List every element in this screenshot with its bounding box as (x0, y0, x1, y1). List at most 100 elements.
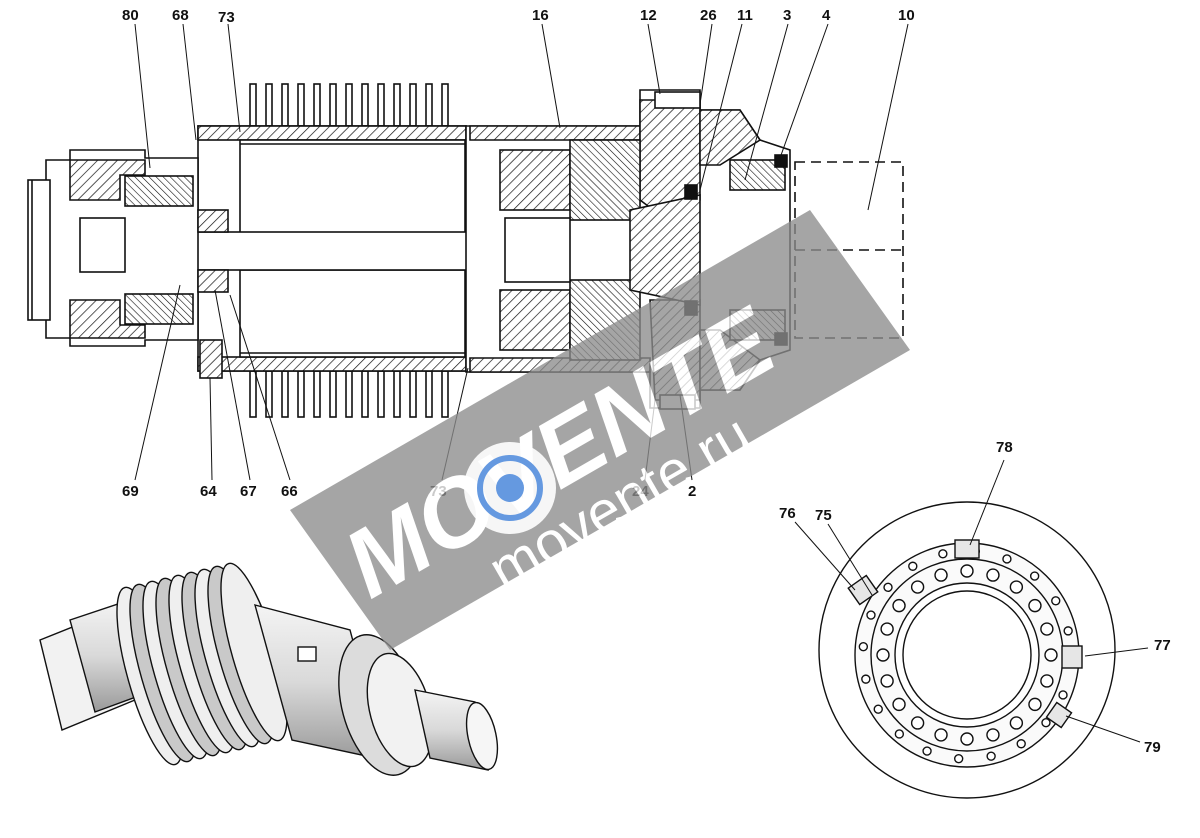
planet-gear-top (569, 139, 641, 221)
connector-boss (199, 339, 223, 379)
callout-12: 12 (640, 7, 657, 24)
callouts-end: 78 76 75 77 79 (779, 439, 1171, 756)
end-port-77 (1061, 645, 1083, 669)
output-flange-top (699, 109, 762, 166)
fin-bottom (361, 370, 369, 418)
end-outer-circle (818, 501, 1116, 799)
fin-bottom (393, 370, 401, 418)
fin-top (377, 83, 385, 127)
fin-top (297, 83, 305, 127)
end-bolt-outer (938, 549, 948, 559)
end-bolt-outer (1029, 571, 1040, 581)
end-bolt-outer (922, 746, 932, 756)
fin-top (281, 83, 289, 127)
end-bore (894, 582, 1040, 728)
fin-top (393, 83, 401, 127)
callout-77: 77 (1154, 637, 1171, 654)
housing-wall-top (197, 125, 467, 141)
fin-bottom (409, 370, 417, 418)
fin-top (441, 83, 449, 127)
end-port-79 (1045, 701, 1073, 729)
fin-top (265, 83, 273, 127)
callout-10: 10 (898, 7, 915, 24)
end-bolt-outer (894, 729, 905, 739)
rear-cover (27, 179, 51, 321)
rear-bearing-bottom (197, 269, 229, 293)
end-bore-inner (902, 590, 1032, 720)
callout-76: 76 (779, 505, 796, 522)
end-bolt (880, 622, 894, 636)
fin-bottom (313, 370, 321, 418)
end-bolt (1009, 580, 1024, 594)
rear-bearing-top (197, 209, 229, 233)
end-bolt-outer (953, 753, 964, 764)
end-bolt (1028, 697, 1042, 712)
callout-4: 4 (822, 7, 831, 24)
end-view (818, 501, 1116, 799)
end-bolt (986, 568, 1000, 582)
fin-top (361, 83, 369, 127)
stator-upper (239, 139, 466, 234)
watermark-band (290, 210, 910, 650)
brake-hatch-bottom (69, 299, 146, 339)
end-bolt (1009, 716, 1024, 730)
fin-bottom (249, 370, 257, 418)
end-bolt (960, 732, 974, 746)
callout-73-top: 73 (218, 9, 235, 26)
callout-3: 3 (783, 7, 791, 24)
iso-name-plate (297, 646, 317, 662)
end-bolt (934, 728, 948, 742)
planet-carrier-top (499, 149, 571, 211)
fin-bottom (441, 370, 449, 418)
iso-shaft-end (465, 701, 499, 771)
callout-66: 66 (281, 483, 298, 500)
end-port-78 (954, 539, 980, 559)
brake-hatch-top (69, 159, 146, 201)
fin-top (425, 83, 433, 127)
callout-64: 64 (200, 483, 217, 500)
end-bolt (1044, 648, 1058, 662)
end-bolts (858, 546, 1076, 764)
end-bolt (1040, 674, 1054, 688)
end-bolt (960, 564, 974, 578)
fin-top (409, 83, 417, 127)
input-coupling (504, 217, 571, 283)
end-bolt-outer (873, 704, 883, 714)
fin-bottom (329, 370, 337, 418)
end-bolt (910, 580, 925, 594)
end-bolt (910, 716, 925, 730)
iso-cooling-fins (116, 562, 288, 766)
callout-26: 26 (700, 7, 717, 24)
end-bolt (876, 648, 890, 662)
fin-bottom (377, 370, 385, 418)
callout-2: 2 (688, 483, 696, 500)
watermark-logo (464, 442, 556, 534)
end-bolt (880, 674, 894, 688)
callout-78: 78 (996, 439, 1013, 456)
callout-16: 16 (532, 7, 549, 24)
isometric-view (39, 562, 499, 776)
callout-11: 11 (737, 7, 753, 24)
end-port-75 (847, 574, 879, 606)
end-bolt-outer (1051, 596, 1061, 606)
seal-top (684, 184, 698, 200)
end-bolt-outer (1058, 690, 1068, 700)
callout-75: 75 (815, 507, 832, 524)
planet-carrier-bottom (499, 289, 571, 351)
housing-wall-bottom (197, 356, 467, 372)
callout-68: 68 (172, 7, 189, 24)
end-bolt-outer (1041, 717, 1051, 728)
fin-top (249, 83, 257, 127)
callout-80: 80 (122, 7, 139, 24)
end-bolt-outer (1016, 739, 1026, 749)
fin-bottom (345, 370, 353, 418)
brake-discs-bottom (124, 293, 194, 325)
encoder-hub (79, 217, 126, 273)
fin-top (329, 83, 337, 127)
end-bolt-outer (866, 610, 876, 620)
fin-bottom (297, 370, 305, 418)
fin-top (313, 83, 321, 127)
callout-79: 79 (1144, 739, 1161, 756)
stator-lower (239, 269, 466, 358)
